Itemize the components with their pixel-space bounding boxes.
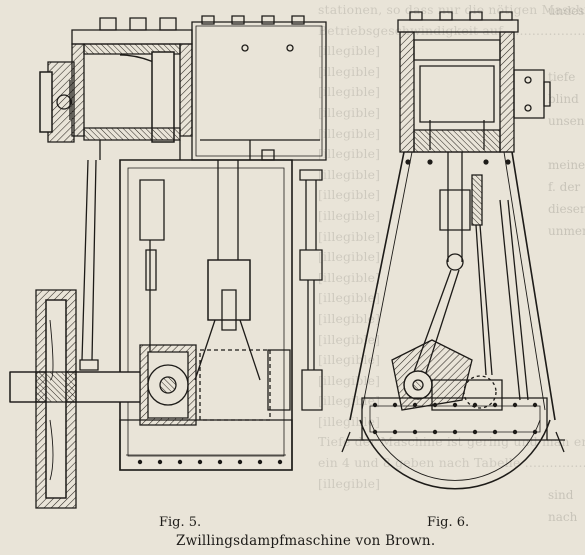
bleed-line: [illegible]	[318, 125, 381, 141]
bleed-line: Tiefe der Maschine ist gering und man er…	[318, 434, 585, 450]
bleed-line: [illegible]	[318, 413, 381, 429]
margin-line: tiefe	[548, 70, 576, 84]
bleed-line: stationen, so dass nur die nötigen Masch…	[318, 2, 585, 17]
bleed-line: [illegible]	[318, 269, 381, 285]
bleed-line: [illegible]	[318, 331, 381, 347]
margin-line: f. der	[548, 180, 581, 194]
margin-line: dieser	[548, 202, 585, 216]
bleed-line: [illegible]	[318, 310, 381, 326]
margin-line: blind	[548, 92, 579, 106]
bleed-line: [illegible]	[318, 43, 381, 59]
margin-line: unmer	[548, 224, 585, 238]
fig6-drawing	[341, 11, 565, 490]
bleed-line: [illegible]	[318, 63, 381, 79]
bleed-line: [illegible]	[318, 352, 381, 368]
fig5-drawing	[9, 15, 327, 509]
bleed-line: [illegible]	[318, 475, 381, 491]
bleed-line: [illegible]	[318, 207, 381, 223]
bleed-line: [illegible]	[318, 84, 381, 100]
bleed-line: [illegible]	[318, 372, 381, 388]
figure-5-caption: Fig. 5.	[159, 515, 202, 530]
bleed-line: [illegible]	[318, 104, 381, 120]
margin-line: sind	[548, 488, 574, 502]
margin-line: undes	[548, 4, 585, 18]
bleed-line: [illegible]	[318, 166, 381, 182]
figure-title: Zwillingsdampfmaschine von Brown.	[176, 533, 436, 549]
margin-line: unsen	[548, 114, 585, 128]
bleed-line: [illegible]	[318, 187, 381, 203]
bleed-line: [illegible]	[318, 290, 381, 306]
bleed-line: [illegible]	[318, 228, 381, 244]
figure-6-caption: Fig. 6.	[427, 515, 470, 530]
margin-bleed-text: undes tiefe blind unsen meine f. der dieser u…	[548, 0, 585, 555]
bleed-line: [illegible]	[318, 146, 381, 162]
bleed-through-text: stationen, so dass nur die nötigen Masch…	[318, 0, 585, 555]
margin-line: meine	[548, 158, 585, 172]
bleed-line: [illegible]	[318, 249, 381, 265]
margin-line: nach	[548, 510, 578, 524]
